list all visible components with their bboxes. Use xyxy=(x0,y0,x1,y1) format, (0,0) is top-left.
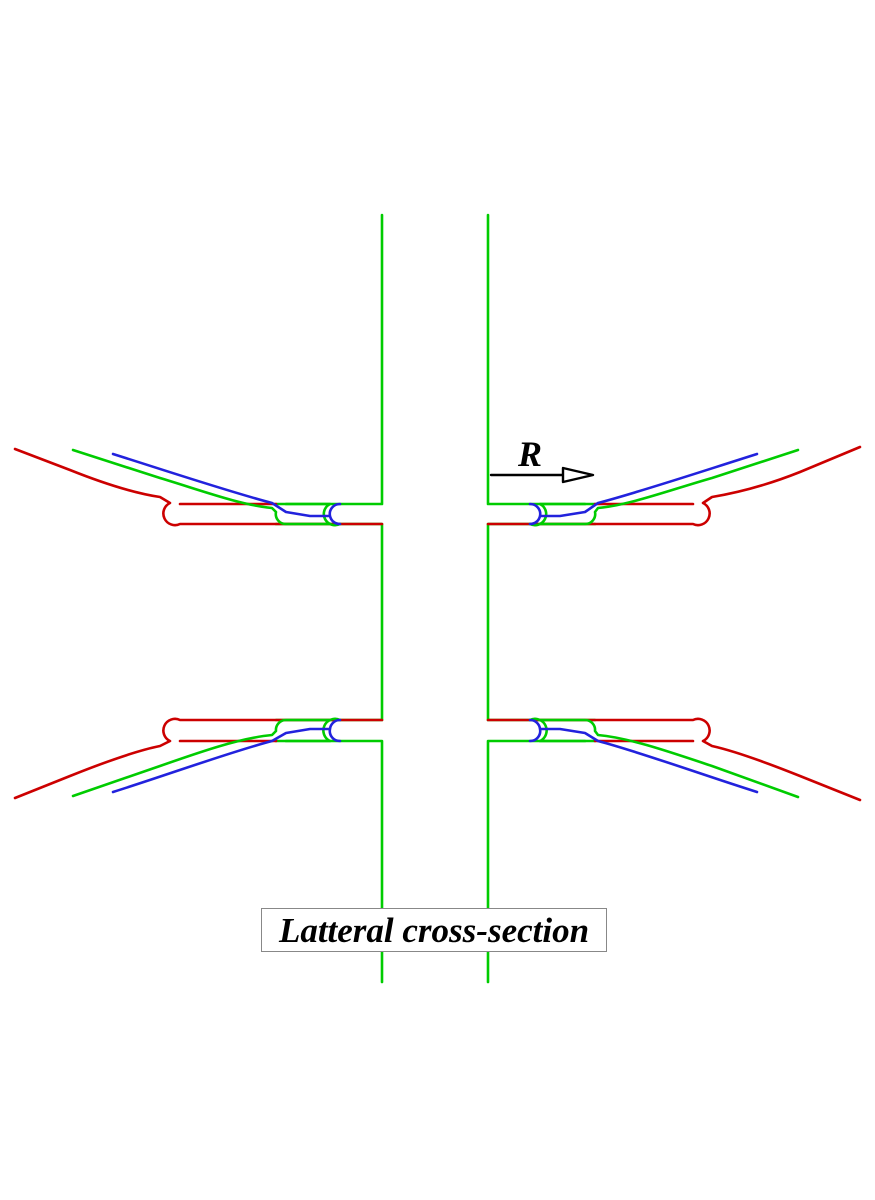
r-arrow-head xyxy=(561,466,595,484)
left-channel-wall-lower xyxy=(274,522,384,722)
left-channel-wall xyxy=(274,213,384,506)
inner-layer-upper-right xyxy=(528,452,759,526)
right-channel-wall-lower xyxy=(486,522,597,722)
middle-layer-upper-left xyxy=(71,448,342,527)
inner-layer-lower-left xyxy=(111,718,342,794)
branch-lower-right xyxy=(486,717,862,802)
inner-layer-upper-left xyxy=(111,452,342,526)
r-axis-arrow xyxy=(489,466,595,484)
branch-upper-right xyxy=(486,445,862,527)
inner-layer-lower-right xyxy=(528,718,759,794)
diagram-caption: Latteral cross-section xyxy=(278,910,590,950)
outer-layer-upper-left xyxy=(13,447,384,527)
r-axis-label: R xyxy=(518,434,543,474)
middle-layer-upper-right xyxy=(528,448,800,527)
central-channel xyxy=(274,213,597,984)
caption-box: Latteral cross-section xyxy=(261,908,607,952)
branch-lower-left xyxy=(13,717,384,800)
branch-upper-left xyxy=(13,447,384,527)
outer-layer-lower-right xyxy=(486,717,862,802)
outer-layer-upper-right xyxy=(486,445,862,527)
middle-layer-lower-left xyxy=(71,717,342,798)
middle-layer-lower-right xyxy=(528,717,800,799)
outer-layer-lower-left xyxy=(13,717,384,800)
